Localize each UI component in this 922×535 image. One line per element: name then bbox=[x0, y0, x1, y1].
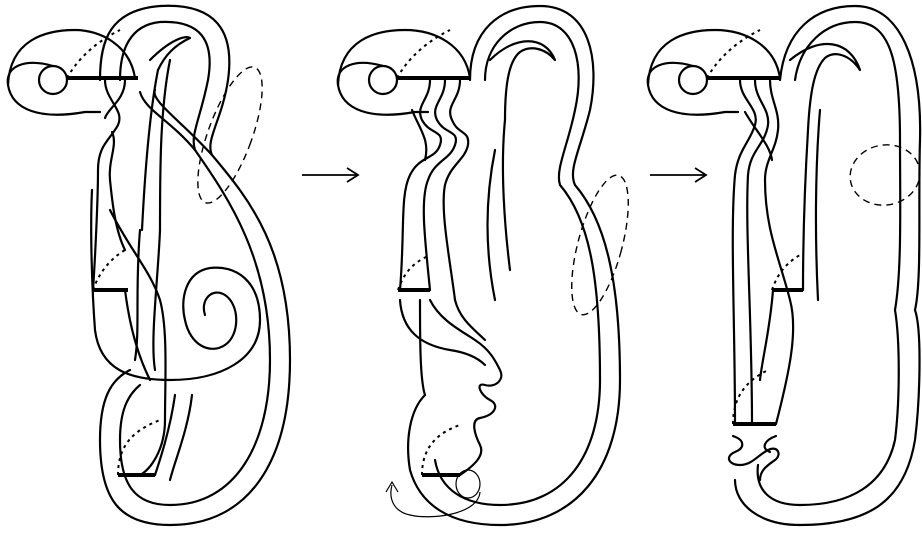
arrow-1 bbox=[302, 168, 358, 182]
panel-3 bbox=[648, 6, 922, 525]
panel-1-dashed-ellipse bbox=[185, 60, 276, 210]
panel-2-curved-arrow bbox=[386, 470, 480, 517]
panel-1-twisted-strands bbox=[91, 80, 260, 480]
panel-2-outer-strands bbox=[408, 6, 620, 525]
arrow-2 bbox=[650, 168, 706, 182]
panel-3-disk-loop bbox=[648, 30, 780, 115]
panel-3-dashed-ellipse bbox=[845, 139, 922, 210]
panel-2-dashed-ellipse bbox=[560, 170, 640, 320]
panel-3-outer-strands bbox=[735, 6, 920, 525]
panel-2 bbox=[338, 6, 640, 525]
panel-2-disk-loop bbox=[338, 30, 470, 115]
panel-3-twisted-strands bbox=[729, 80, 800, 480]
panel-1 bbox=[8, 6, 290, 525]
